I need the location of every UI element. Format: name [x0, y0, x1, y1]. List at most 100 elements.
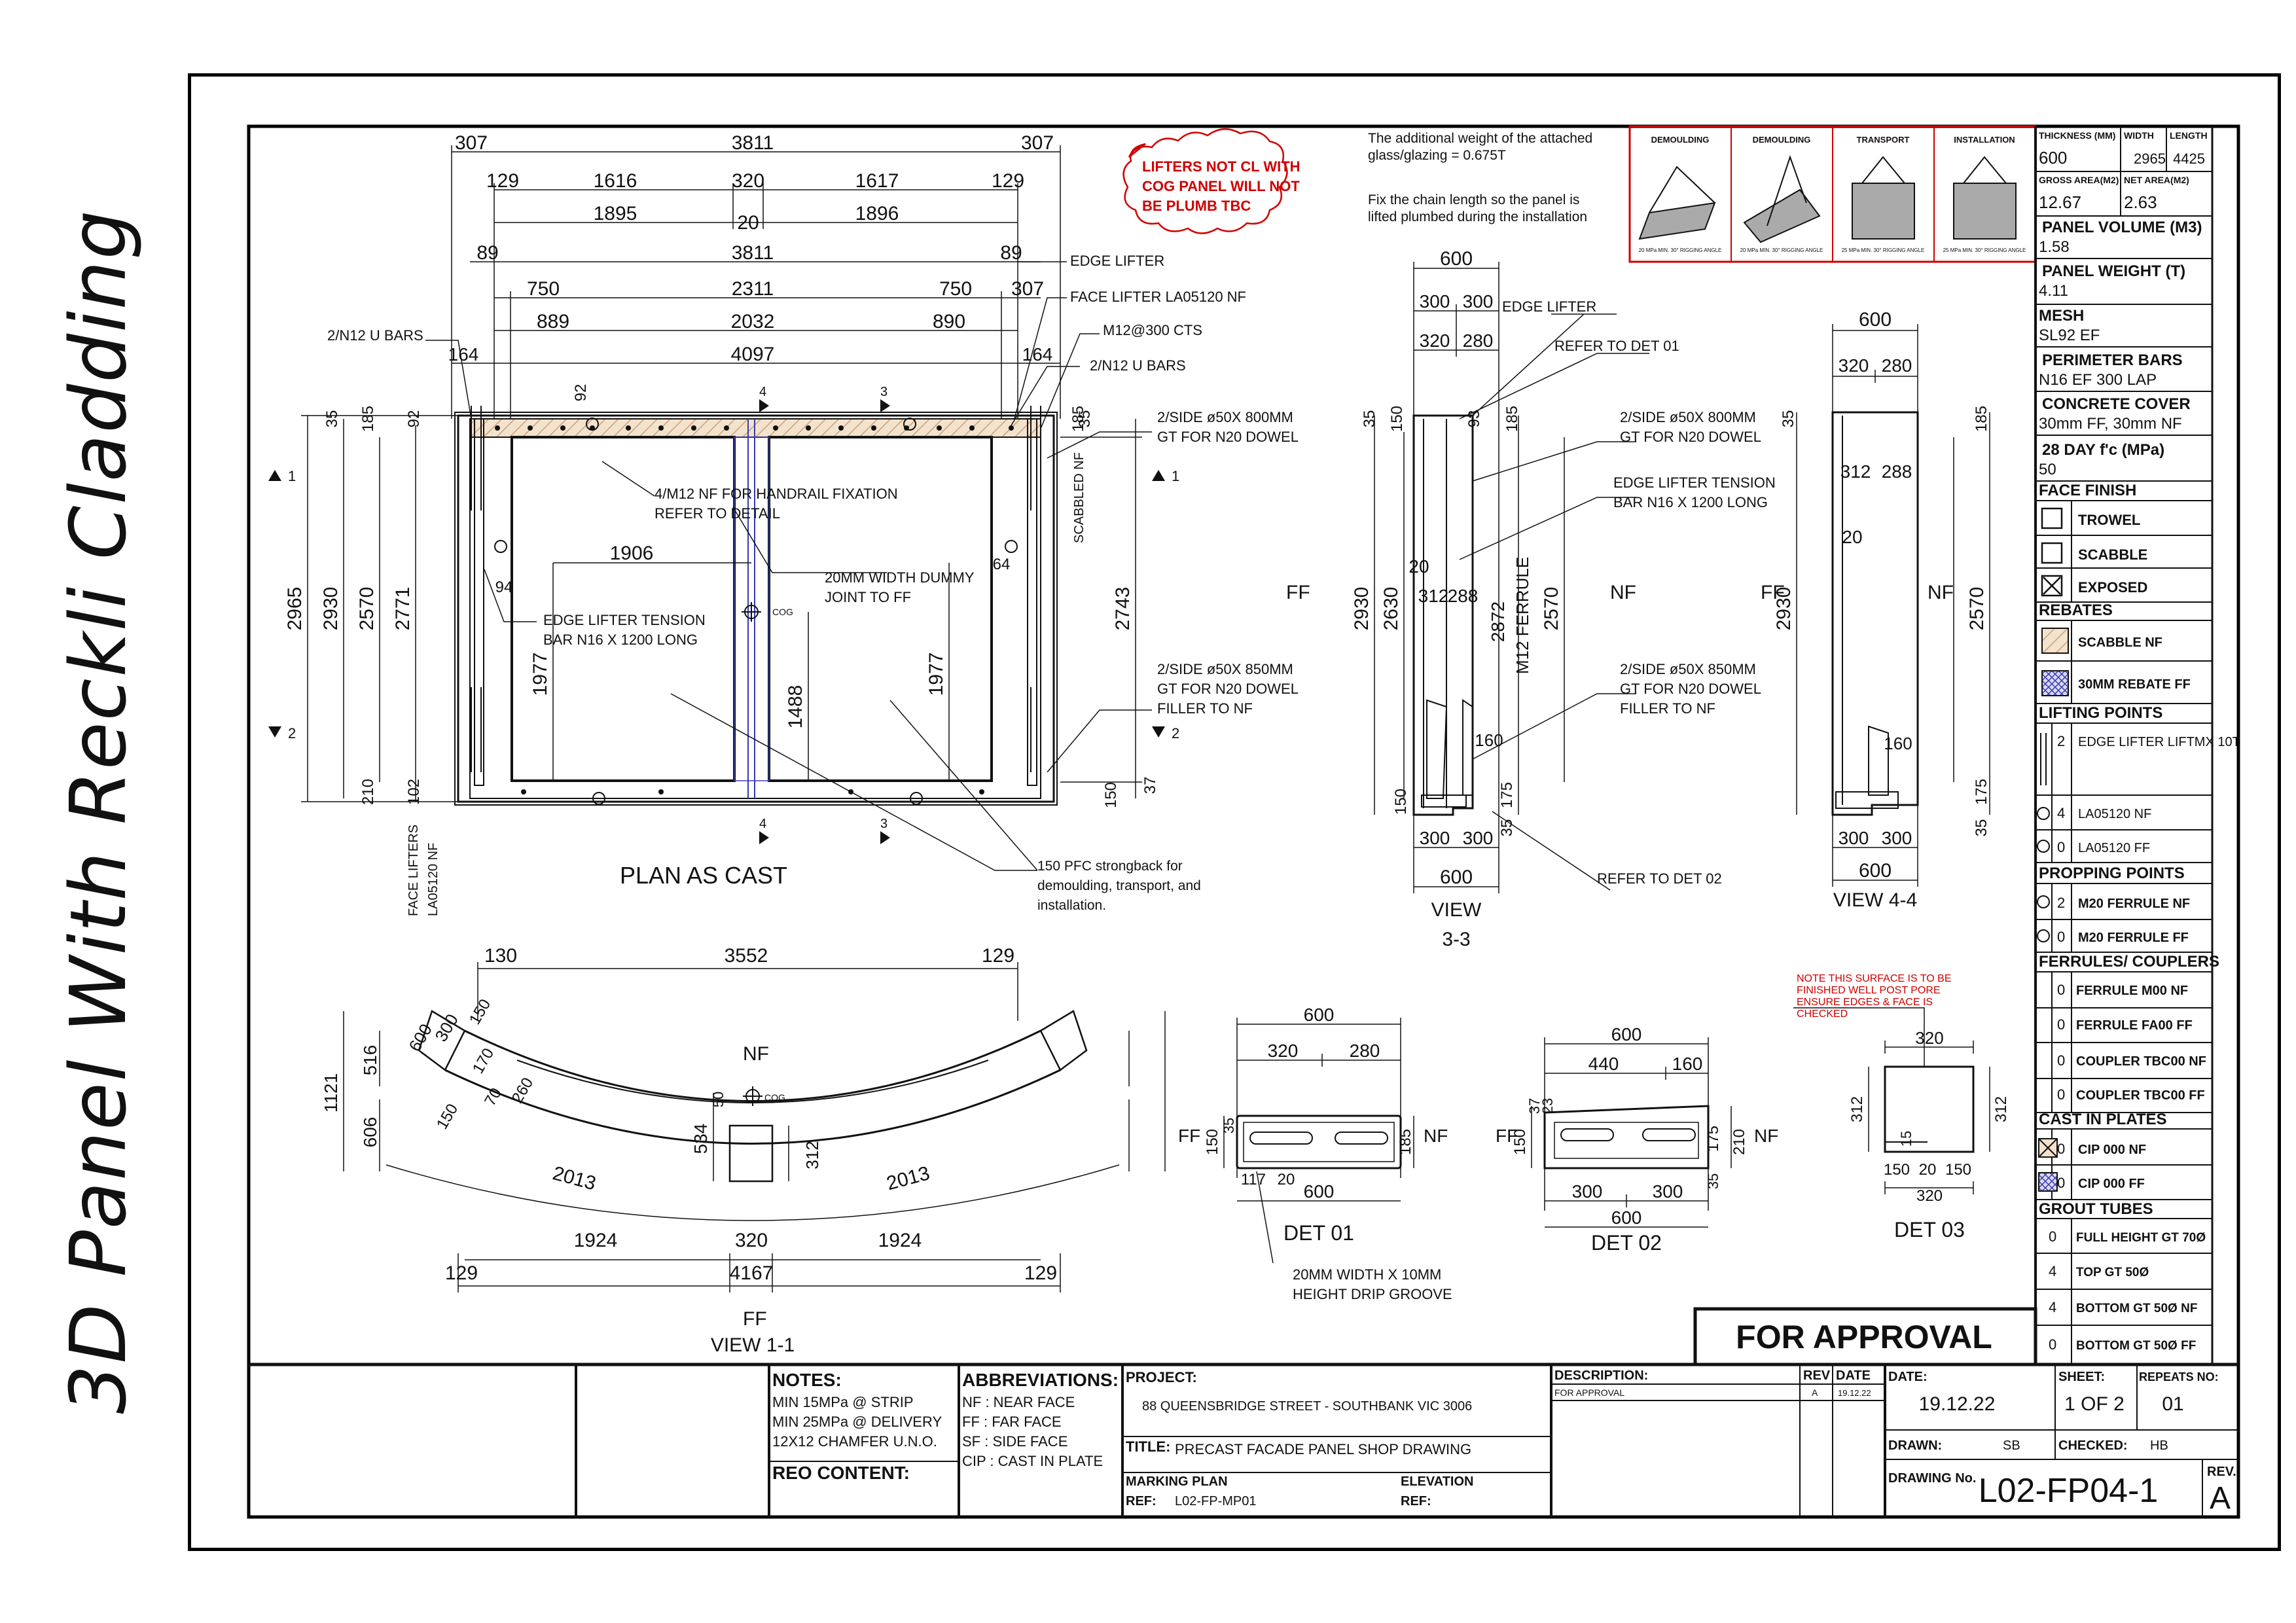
- drawing-label: installation.: [1037, 898, 1106, 913]
- view-title: VIEW 1-1: [711, 1334, 795, 1356]
- drawing-label: CONCRETE COVER: [2042, 395, 2191, 413]
- drawing-label: HB: [2150, 1438, 2168, 1453]
- drawing-label: DRAWING No.: [1888, 1471, 1976, 1486]
- drawing-label: CIP : CAST IN PLATE: [962, 1453, 1103, 1469]
- drawing-label: 102: [405, 779, 423, 805]
- drawing-label: 30mm FF, 30mm NF: [2039, 415, 2182, 433]
- drawing-label: 210: [1731, 1129, 1748, 1155]
- drawing-label: 129: [1024, 1262, 1057, 1284]
- drawing-label: 2/SIDE ø50X 850MM: [1620, 661, 1756, 677]
- drawing-label: 1924: [878, 1230, 922, 1251]
- drawing-label: FINISHED WELL POST PORE: [1797, 985, 1941, 996]
- drawing-label: 320: [1915, 1028, 1943, 1048]
- drawing-label: 130: [484, 945, 517, 967]
- drawing-label: 129: [486, 170, 519, 192]
- drawing-label: DESCRIPTION:: [1554, 1368, 1648, 1383]
- drawing-label: 0: [2057, 1175, 2065, 1191]
- drawing-label: 1895: [594, 203, 637, 224]
- drawing-label: 2570: [1966, 587, 1988, 631]
- drawing-label: 88 QUEENSBRIDGE STREET - SOUTHBANK VIC 3…: [1142, 1399, 1472, 1414]
- drawing-label: 12X12 CHAMFER U.N.O.: [772, 1433, 937, 1450]
- drawing-label: NET AREA(M2): [2124, 175, 2189, 185]
- drawing-label: 2: [1172, 725, 1179, 741]
- drawing-label: GT FOR N20 DOWEL: [1157, 429, 1299, 445]
- drawing-label: 0: [2057, 929, 2065, 945]
- drawing-label: L02-FP04-1: [1979, 1472, 2159, 1510]
- drawing-label: 3811: [732, 132, 774, 154]
- drawing-label: 2032: [731, 311, 775, 332]
- drawing-label: 4: [759, 385, 766, 399]
- drawing-label: GT FOR N20 DOWEL: [1620, 681, 1761, 697]
- drawing-border: [247, 124, 2240, 1519]
- drawing-label: 300: [1653, 1181, 1683, 1202]
- lifting-stage-caption: 25 MPa MIN. 30° RIGGING ANGLE: [1842, 247, 1925, 253]
- drawing-label: 89: [476, 242, 498, 264]
- drawing-label: 1977: [925, 652, 947, 696]
- drawing-label: 4: [2057, 805, 2065, 821]
- drawing-label: M12@300 CTS: [1103, 322, 1202, 338]
- drawing-label: 89: [1000, 242, 1022, 264]
- drawing-label: 2: [2057, 895, 2065, 911]
- lifting-stage-title: TRANSPORT: [1857, 135, 1910, 145]
- drawing-label: COUPLER TBC00 NF: [2076, 1054, 2206, 1069]
- drawing-label: 4/M12 NF FOR HANDRAIL FIXATION: [655, 486, 898, 502]
- drawing-label: EDGE LIFTER: [1070, 253, 1164, 269]
- drawing-label: LENGTH: [2170, 130, 2208, 141]
- top-note: Fix the chain length so the panel is: [1368, 192, 1579, 207]
- drawing-label: M12 FERRULE: [1513, 557, 1532, 674]
- drawing-label: FACE LIFTER LA05120 NF: [1070, 289, 1246, 305]
- drawing-label: 185: [1397, 1129, 1414, 1155]
- drawing-label: 20MM WIDTH X 10MM: [1293, 1266, 1441, 1283]
- drawing-label: LA05120 FF: [2078, 841, 2150, 855]
- drawing-label: 129: [992, 170, 1024, 192]
- drawing-label: 129: [982, 945, 1014, 967]
- drawing-label: 94: [495, 579, 513, 596]
- drawing-label: TITLE:: [1126, 1438, 1170, 1455]
- drawing-label: 19.12.22: [1838, 1388, 1871, 1398]
- lifting-stage-title: DEMOULDING: [1753, 135, 1811, 145]
- drawing-label: 35: [1361, 410, 1378, 428]
- top-note: The additional weight of the attached: [1368, 131, 1592, 146]
- drawing-label: 170: [469, 1045, 497, 1077]
- drawing-label: BAR N16 X 1200 LONG: [543, 632, 698, 648]
- drawing-label: 20: [1408, 556, 1429, 577]
- drawing-label: 19.12.22: [1919, 1393, 1996, 1415]
- drawing-label: FACE LIFTERS: [406, 825, 421, 916]
- drawing-label: 4425: [2173, 151, 2205, 167]
- drawing-label: 160: [1475, 730, 1503, 750]
- drawing-label: 20: [1842, 527, 1862, 547]
- drawing-label: GT FOR N20 DOWEL: [1157, 681, 1299, 697]
- drawing-label: 300: [431, 1010, 462, 1045]
- drawing-label: 2965: [284, 587, 306, 631]
- drawing-label: 37: [1141, 777, 1159, 794]
- drawing-label: NF: [743, 1043, 769, 1065]
- drawing-label: demoulding, transport, and: [1037, 878, 1201, 893]
- drawing-label: 600: [1440, 866, 1473, 888]
- drawing-label: 0: [2049, 1228, 2056, 1245]
- lifting-stage-title: INSTALLATION: [1954, 135, 2015, 145]
- drawing-label: 2311: [732, 278, 774, 300]
- drawing-label: 2771: [392, 587, 414, 631]
- drawing-label: M20 FERRULE FF: [2078, 931, 2189, 945]
- drawing-label: CAST IN PLATES: [2039, 1111, 2167, 1128]
- det-02: [1531, 1037, 1732, 1228]
- drawing-label: EDGE LIFTER LIFTMX 10T: [2078, 735, 2240, 749]
- drawing-label: M20 FERRULE NF: [2078, 897, 2190, 911]
- drawing-label: HEIGHT DRIP GROOVE: [1293, 1286, 1452, 1302]
- drawing-label: 516: [360, 1045, 380, 1076]
- top-note: glass/glazing = 0.675T: [1368, 148, 1506, 163]
- drawing-label: 2930: [320, 587, 342, 631]
- drawing-label: 312: [1418, 586, 1449, 606]
- drawing-label: COUPLER TBC00 FF: [2076, 1088, 2205, 1103]
- drawing-label: THICKNESS (MM): [2039, 130, 2115, 141]
- drawing-label: DATE:: [1888, 1370, 1928, 1384]
- drawing-label: 320: [1420, 330, 1450, 351]
- drawing-label: CIP 000 FF: [2078, 1177, 2145, 1191]
- drawing-label: REV: [1803, 1368, 1831, 1383]
- drawing-label: REFER TO DET 02: [1597, 870, 1722, 887]
- drawing-label: 30MM REBATE FF: [2078, 677, 2191, 692]
- drawing-label: 150: [433, 1101, 461, 1132]
- drawing-label: 01: [2162, 1393, 2183, 1415]
- drawing-label: FULL HEIGHT GT 70Ø: [2076, 1231, 2206, 1245]
- drawing-label: LA05120 NF: [426, 843, 440, 916]
